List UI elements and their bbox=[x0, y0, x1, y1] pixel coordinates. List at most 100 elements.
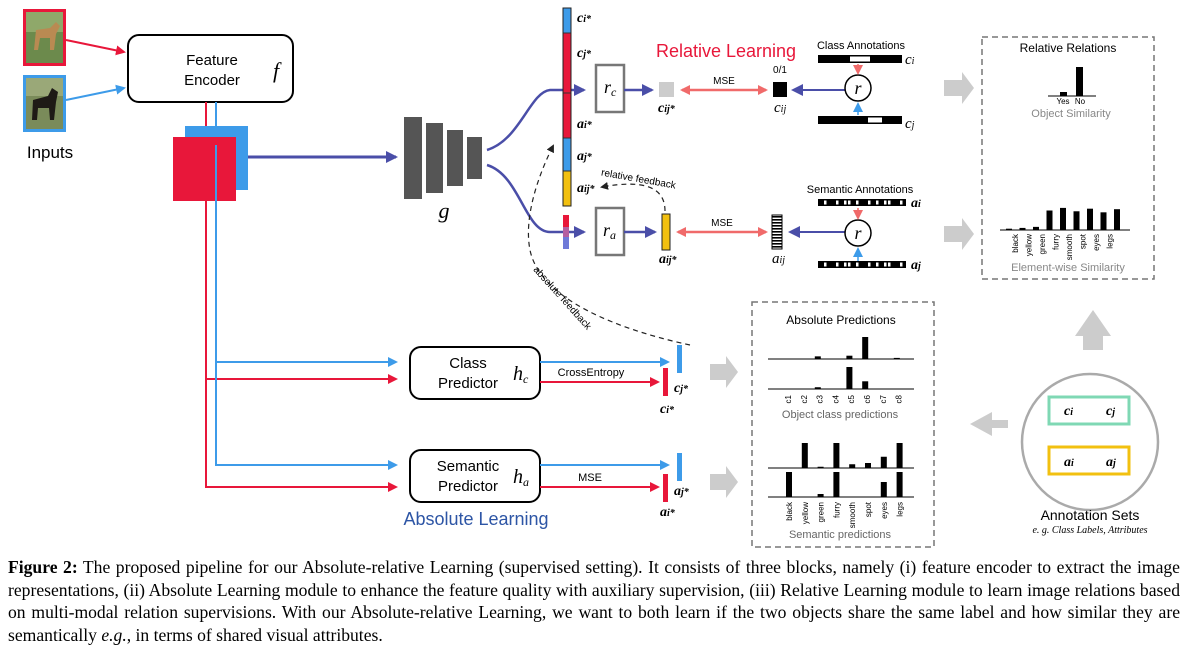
semantic-predictions-label: Semantic predictions bbox=[789, 529, 892, 541]
semantic-prediction-bar bbox=[786, 472, 792, 497]
semantic-tick-label: smooth bbox=[848, 502, 857, 528]
rc-module: rc bbox=[594, 63, 626, 114]
semantic-prediction-bar bbox=[817, 466, 824, 468]
annotation-sets-subtitle: e. g. Class Labels, Attributes bbox=[1032, 525, 1147, 536]
mse-mid-label: MSE bbox=[711, 218, 733, 229]
class-tick-label: c8 bbox=[895, 394, 904, 403]
input-image-dog-1 bbox=[23, 9, 66, 66]
aij-label: aij bbox=[772, 251, 785, 267]
ai-pred-vector bbox=[663, 474, 668, 502]
cij-square bbox=[773, 82, 787, 97]
svg-text:Predictor: Predictor bbox=[438, 375, 498, 392]
relation-r-top bbox=[844, 74, 872, 102]
attribute-set bbox=[1047, 445, 1131, 476]
emb-label-cj: cj* bbox=[577, 46, 592, 61]
svg-text:aj*: aj* bbox=[674, 484, 690, 499]
svg-text:cj: cj bbox=[1106, 404, 1115, 419]
figure-caption: Figure 2: The proposed pipeline for our … bbox=[8, 556, 1180, 646]
svg-text:aj: aj bbox=[911, 258, 921, 273]
class-tick-label: c3 bbox=[816, 394, 825, 403]
pipeline-diagram: Inputs Feature Encoder f g bbox=[23, 7, 1160, 548]
relation-r-bottom bbox=[844, 219, 872, 247]
element-similarity-bar bbox=[1006, 228, 1012, 230]
svg-text:ha: ha bbox=[513, 466, 529, 489]
caption-text: The proposed pipeline for our Absolute-r… bbox=[8, 557, 1180, 645]
attribute-tick-label: spot bbox=[1079, 233, 1088, 249]
attribute-tick-label: smooth bbox=[1065, 234, 1074, 260]
semantic-tick-label: green bbox=[817, 502, 826, 522]
class-label-set bbox=[1047, 395, 1131, 426]
svg-text:r: r bbox=[854, 223, 862, 243]
svg-text:cj: cj bbox=[905, 116, 915, 132]
svg-text:Class: Class bbox=[449, 355, 487, 372]
feature-encoder: Feature Encoder f bbox=[127, 34, 294, 103]
g-label: g bbox=[439, 198, 450, 223]
element-similarity-bar bbox=[1087, 208, 1093, 230]
semantic-tick-label: eyes bbox=[880, 502, 889, 519]
yes-label: Yes bbox=[1056, 97, 1069, 106]
relative-relations-panel bbox=[981, 36, 1155, 280]
element-similarity-bar bbox=[1019, 227, 1026, 230]
class-prediction-bar bbox=[862, 381, 869, 389]
class-prediction-bar bbox=[862, 337, 869, 359]
ci-pred-vector bbox=[663, 368, 668, 396]
input-image-dog-2 bbox=[23, 75, 66, 132]
class-tick-label: c4 bbox=[831, 394, 840, 403]
attribute-tick-label: green bbox=[1038, 234, 1047, 254]
mse-bottom-label: MSE bbox=[578, 472, 602, 484]
semantic-prediction-bar bbox=[849, 464, 856, 468]
class-tick-label: c5 bbox=[847, 394, 856, 403]
aij-star-vector bbox=[661, 213, 671, 251]
semantic-prediction-bar bbox=[896, 472, 903, 497]
svg-text:ai: ai bbox=[1064, 455, 1074, 470]
emb-label-ci: ci* bbox=[577, 11, 592, 26]
absolute-feedback-label: absolute feedback bbox=[531, 264, 594, 332]
semantic-prediction-bar bbox=[817, 494, 824, 497]
no-label: No bbox=[1075, 97, 1086, 106]
attribute-tick-label: yellow bbox=[1025, 234, 1034, 256]
no-bar bbox=[1076, 67, 1083, 96]
relative-feedback-label: relative feedback bbox=[600, 168, 677, 192]
aij-vector bbox=[771, 214, 783, 250]
semantic-prediction-bar bbox=[865, 463, 871, 468]
encoder-label-2: Encoder bbox=[184, 72, 240, 89]
svg-text:rc: rc bbox=[604, 77, 617, 99]
emb-label-aij: aij* bbox=[577, 181, 596, 196]
attribute-tick-label: black bbox=[1011, 233, 1020, 253]
mse-top-label: MSE bbox=[713, 76, 735, 87]
element-similarity-bar bbox=[1114, 209, 1120, 230]
semantic-prediction-bar bbox=[896, 443, 903, 468]
cij-label: cij bbox=[774, 100, 786, 116]
relative-relations-title: Relative Relations bbox=[1020, 41, 1117, 55]
class-prediction-bar bbox=[846, 355, 853, 359]
class-tick-label: c6 bbox=[863, 394, 872, 403]
svg-text:Predictor: Predictor bbox=[438, 478, 498, 495]
cij-star-label: cij* bbox=[658, 101, 676, 116]
inputs-label: Inputs bbox=[27, 143, 73, 162]
emb-label-aj: aj* bbox=[577, 149, 593, 164]
absolute-predictions-panel bbox=[751, 301, 935, 548]
attribute-tick-label: eyes bbox=[1092, 234, 1101, 251]
semantic-annotations-title: Semantic Annotations bbox=[807, 184, 914, 196]
semantic-tick-label: furry bbox=[832, 502, 841, 518]
semantic-prediction-bar bbox=[833, 443, 840, 468]
svg-text:ai*: ai* bbox=[660, 505, 676, 520]
aij-star-label: aij* bbox=[659, 252, 678, 267]
aj-pred-vector bbox=[677, 453, 682, 481]
element-similarity-bar bbox=[1046, 210, 1053, 230]
encoder-symbol: f bbox=[273, 58, 282, 83]
annotation-sets-title: Annotation Sets bbox=[1041, 507, 1140, 523]
class-tick-label: c2 bbox=[800, 394, 809, 403]
object-class-predictions-label: Object class predictions bbox=[782, 409, 899, 421]
zero-one-label: 0/1 bbox=[773, 65, 787, 76]
svg-text:r: r bbox=[854, 78, 862, 98]
svg-text:hc: hc bbox=[513, 363, 529, 386]
semantic-tick-label: legs bbox=[896, 502, 905, 517]
svg-text:aj: aj bbox=[1106, 455, 1116, 470]
ra-module: ra bbox=[594, 206, 626, 257]
class-tick-label: c7 bbox=[879, 394, 888, 403]
class-prediction-bar bbox=[846, 367, 853, 389]
